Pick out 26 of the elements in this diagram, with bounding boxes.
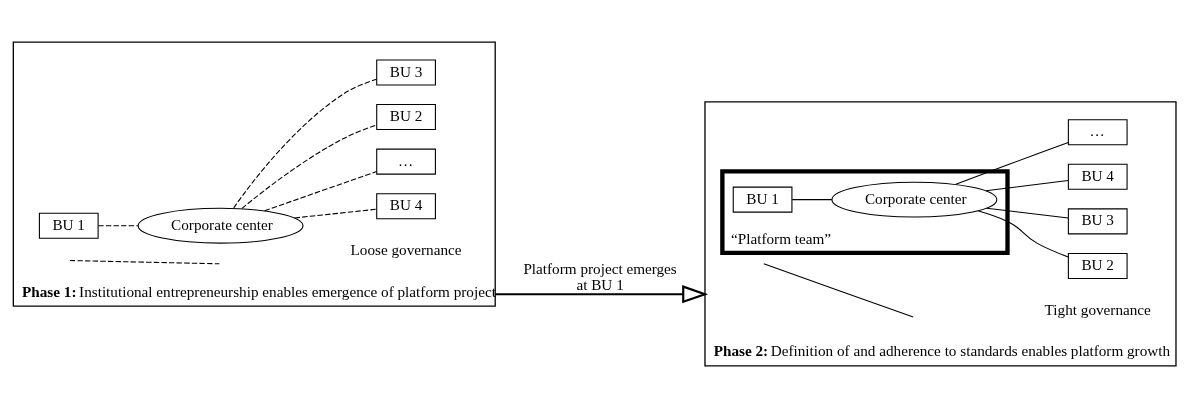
legend-label: Loose governance <box>350 240 462 258</box>
node-box: BU 4 <box>376 193 436 220</box>
connector <box>977 210 1069 258</box>
connector <box>241 124 378 209</box>
node-box: … <box>1067 119 1128 146</box>
edge-label: Platform project emerges at BU 1 <box>523 259 677 294</box>
legend-label: Tight governance <box>1044 300 1151 318</box>
node-box: BU 3 <box>1067 208 1128 235</box>
connector <box>233 78 378 209</box>
node-box: BU 1 <box>732 186 793 213</box>
connector <box>264 171 378 212</box>
arrow <box>495 285 709 304</box>
node-box: BU 1 <box>38 212 99 239</box>
connector <box>791 199 833 201</box>
connector <box>955 141 1069 185</box>
connector <box>985 179 1069 192</box>
connector <box>294 208 378 219</box>
node-ellipse: Corporate center <box>137 207 304 244</box>
node-box: BU 2 <box>376 104 436 131</box>
node-ellipse: Corporate center <box>831 181 998 218</box>
node-box: BU 4 <box>1067 163 1128 190</box>
connector <box>97 225 139 227</box>
node-box: BU 2 <box>1067 252 1128 279</box>
node-box: … <box>376 148 436 175</box>
connector <box>986 207 1069 219</box>
node-box: BU 3 <box>376 59 436 86</box>
